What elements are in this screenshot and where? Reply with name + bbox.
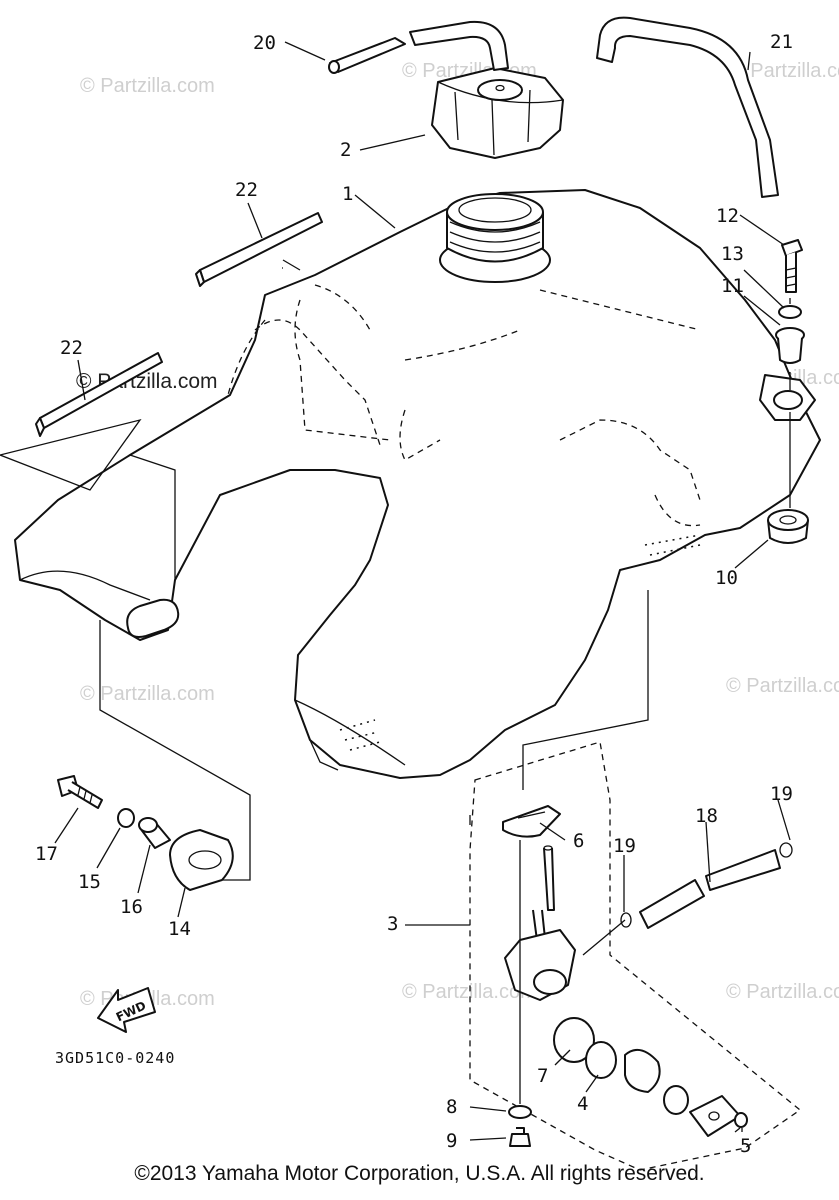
callout-17: 17 [35,843,58,865]
copyright-notice: ©2013 Yamaha Motor Corporation, U.S.A. A… [134,1162,705,1185]
hose-21 [596,16,779,198]
callout-13: 13 [721,243,744,265]
callout-18: 18 [695,805,718,827]
diagram-code: 3GD51C0-0240 [55,1049,175,1067]
callout-15: 15 [78,871,101,893]
callout-14: 14 [168,918,191,940]
damper-strip-upper [195,212,323,287]
callout-8: 8 [446,1096,457,1118]
callout-4: 4 [577,1093,588,1115]
fuel-tank [14,189,821,779]
watermark: © Partzilla.com [402,981,537,1003]
callout-3: 3 [387,913,398,935]
fwd-arrow-icon: FWD [97,987,156,1033]
callout-19b: 19 [770,783,793,805]
callout-16: 16 [120,896,143,918]
fuel-cock-assembly [469,741,802,1171]
assembly-lines [99,267,649,881]
callout-19a: 19 [613,835,636,857]
callout-22a: 22 [235,179,258,201]
breather-hose [328,20,509,74]
callout-9: 9 [446,1130,457,1152]
callout-11: 11 [721,275,744,297]
front-mount-hardware [57,775,234,891]
damper-strip-lower [0,352,163,491]
callout-21: 21 [770,31,793,53]
callout-10: 10 [715,567,738,589]
watermark: © Partzilla.com [80,75,215,97]
callout-7: 7 [537,1065,548,1087]
leader-lines [54,41,791,1141]
callout-12: 12 [716,205,739,227]
callout-6: 6 [573,830,584,852]
callout-5: 5 [740,1135,751,1157]
watermark: © Partzilla.com [80,683,215,705]
callout-1: 1 [342,183,353,205]
watermark: © Partzilla.com [726,675,839,697]
rear-mount-hardware [767,239,809,544]
callout-20: 20 [253,32,276,54]
watermark: © Partzilla.com [726,981,839,1003]
callout-22b: 22 [60,337,83,359]
watermark: © Partzilla.com [730,60,839,82]
callout-2: 2 [340,139,351,161]
fuel-cap [431,67,564,159]
callout-labels: 1 2 3 4 5 6 7 8 9 10 11 12 13 14 15 16 1… [35,31,793,1157]
